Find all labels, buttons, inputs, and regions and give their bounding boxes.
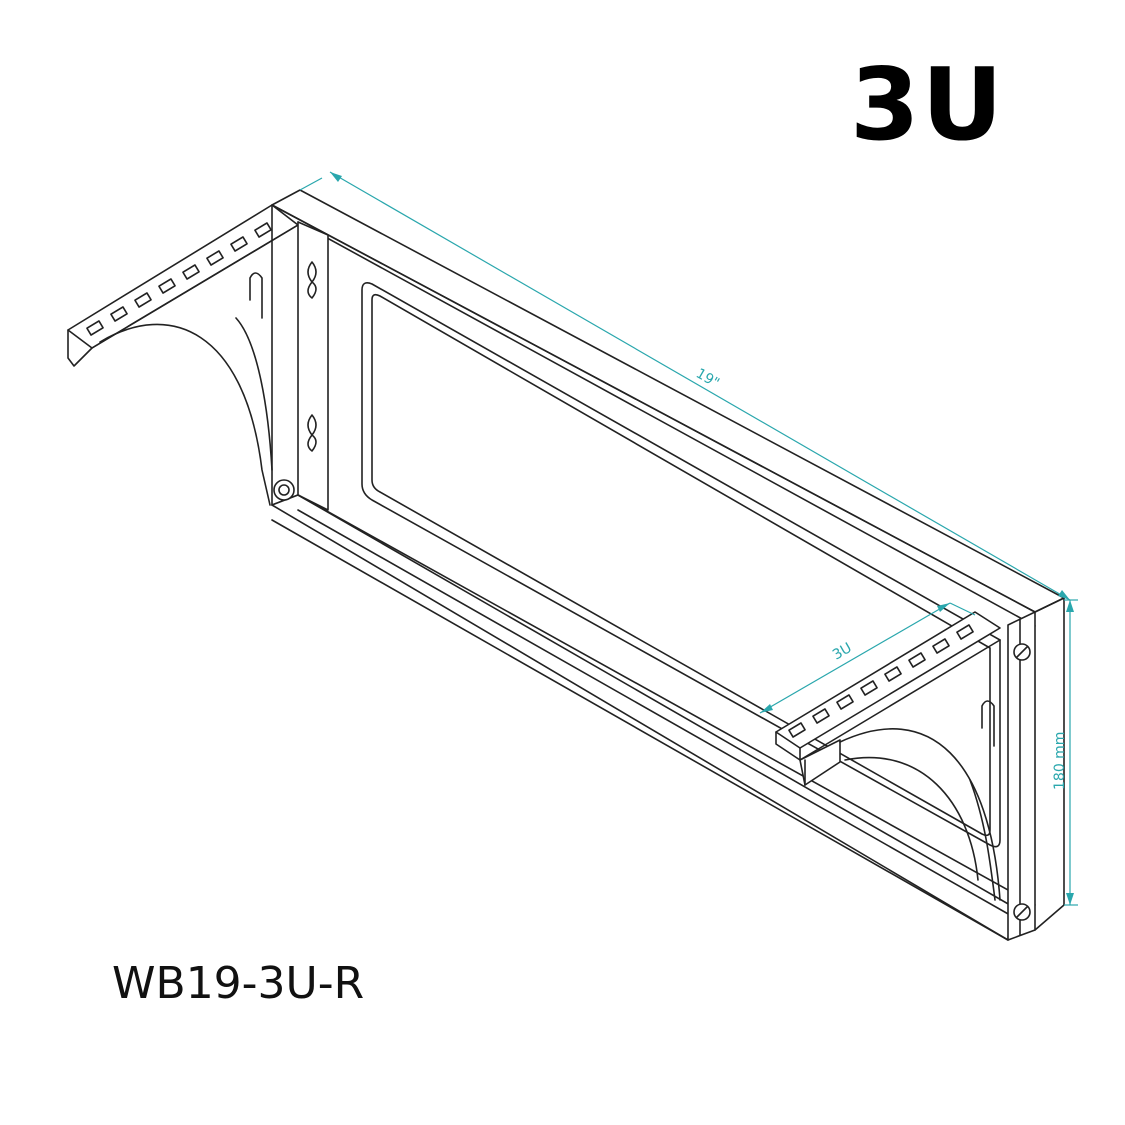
width-label: 19"	[693, 366, 722, 392]
right-side-arm	[775, 611, 1001, 901]
model-number: WB19-3U-R	[112, 958, 365, 1009]
screw-left	[273, 479, 295, 501]
frame-inner-window	[361, 282, 1001, 848]
left-logo-mark	[249, 272, 263, 319]
right-arm-mounting-holes	[788, 624, 974, 738]
dimension-height: 180 mm	[1052, 599, 1078, 906]
height-label: 180 mm	[1052, 732, 1068, 790]
screw-right-top	[1013, 643, 1031, 661]
dimension-width: 19"	[299, 171, 1071, 601]
left-arm-mounting-holes	[86, 222, 272, 336]
main-frame	[271, 189, 1065, 941]
left-side-arm	[67, 204, 299, 506]
rack-unit-title: 3U	[850, 46, 1005, 163]
right-logo-mark	[981, 700, 995, 747]
screw-right-bottom	[1013, 903, 1031, 921]
keyhole-slot-bottom	[307, 414, 317, 452]
keyhole-slot-top	[307, 261, 317, 299]
